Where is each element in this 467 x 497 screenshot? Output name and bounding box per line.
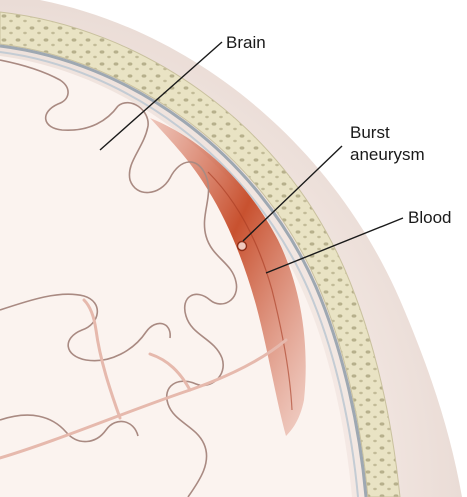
brain-label: Brain — [226, 33, 266, 52]
burst-aneurysm — [238, 242, 247, 251]
burst-aneurysm-label-line1: Burst — [350, 123, 390, 142]
burst-aneurysm-label-line2: aneurysm — [350, 145, 425, 164]
blood-label: Blood — [408, 208, 451, 227]
